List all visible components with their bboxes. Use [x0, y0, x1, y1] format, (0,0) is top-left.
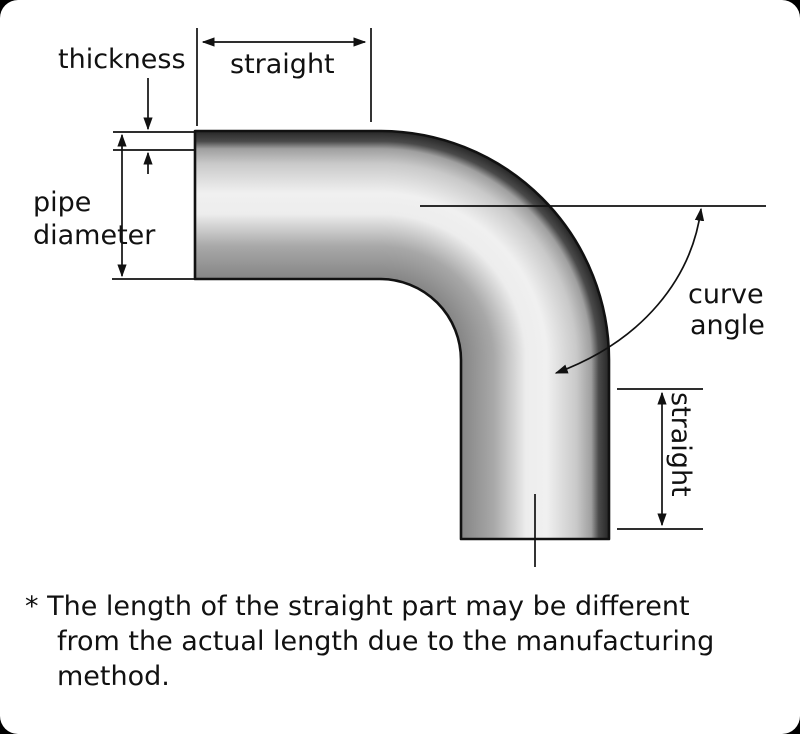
curve-angle-label-line1: curve: [688, 279, 764, 310]
pipe-diameter-dimension: [112, 133, 194, 280]
footnote-line-1: * The length of the straight part may be…: [25, 591, 690, 622]
footnote-line-2: from the actual length due to the manufa…: [57, 626, 714, 657]
curve-angle-arc: [554, 207, 705, 374]
straight-top-dimension: [196, 28, 372, 126]
straight-right-label: straight: [665, 392, 696, 497]
pipe-bend-section: [380, 131, 609, 360]
footnote-line-3: method.: [57, 661, 170, 692]
thickness-label: thickness: [58, 44, 186, 75]
pipe-horizontal-section: [195, 131, 380, 279]
pipe-diameter-label-line1: pipe: [33, 187, 91, 218]
straight-top-label: straight: [230, 49, 335, 80]
straight-right-dimension: [617, 388, 703, 530]
curve-angle-label-line2: angle: [690, 310, 765, 341]
pipe-diameter-label-line2: diameter: [33, 220, 156, 251]
thickness-dimension: [113, 78, 194, 174]
pipe-body: [193, 129, 611, 541]
footnote: * The length of the straight part may be…: [25, 591, 714, 692]
